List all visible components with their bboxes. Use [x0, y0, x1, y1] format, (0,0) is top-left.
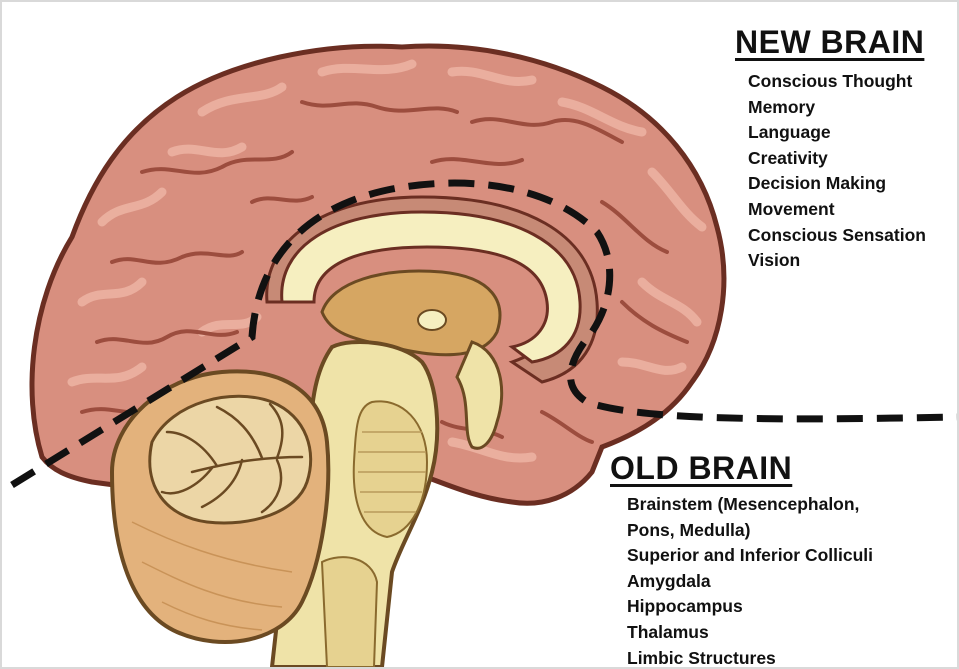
medulla — [322, 557, 377, 667]
new-brain-heading: NEW BRAIN — [735, 24, 924, 61]
new-brain-list: Conscious Thought Memory Language Creati… — [748, 69, 926, 274]
old-brain-heading: OLD BRAIN — [610, 450, 792, 487]
list-item: Amygdala — [627, 569, 873, 595]
list-item: Limbic Structures — [627, 646, 873, 669]
list-item: Vision — [748, 248, 926, 274]
list-item: Memory — [748, 95, 926, 121]
list-item: Brainstem (Mesencephalon, — [627, 492, 873, 518]
list-item: Conscious Sensation — [748, 223, 926, 249]
list-item: Conscious Thought — [748, 69, 926, 95]
cerebellum — [112, 371, 328, 642]
list-item: Language — [748, 120, 926, 146]
list-item: Superior and Inferior Colliculi — [627, 543, 873, 569]
list-item: Pons, Medulla) — [627, 518, 873, 544]
old-brain-list: Brainstem (Mesencephalon, Pons, Medulla)… — [627, 492, 873, 669]
list-item: Decision Making — [748, 171, 926, 197]
list-item: Hippocampus — [627, 594, 873, 620]
thalamus-core — [418, 310, 446, 330]
list-item: Movement — [748, 197, 926, 223]
list-item: Thalamus — [627, 620, 873, 646]
list-item: Creativity — [748, 146, 926, 172]
